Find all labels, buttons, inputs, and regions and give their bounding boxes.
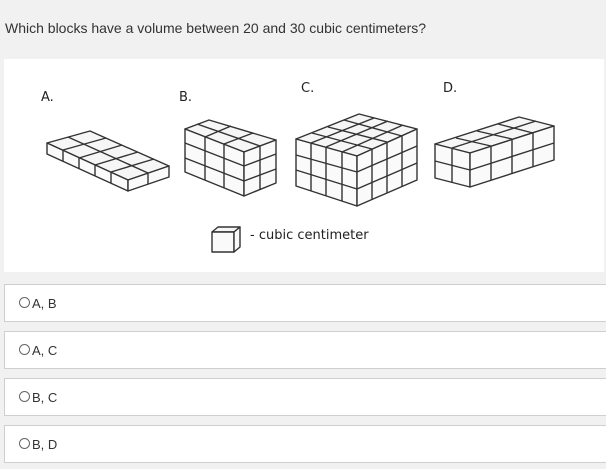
choice-a-c[interactable]: A, C: [4, 331, 606, 369]
radio-button[interactable]: [19, 344, 30, 355]
legend-label: - cubic centimeter: [250, 228, 369, 243]
block-c-shape: [295, 113, 418, 207]
radio-button[interactable]: [19, 297, 30, 308]
block-d-shape: [434, 116, 555, 188]
question-text: Which blocks have a volume between 20 an…: [5, 20, 427, 36]
radio-button[interactable]: [19, 438, 30, 449]
choice-b-c[interactable]: B, C: [4, 378, 606, 416]
blocks-illustration: [46, 113, 555, 253]
block-b-shape: [184, 119, 277, 197]
block-d-label: D.: [443, 81, 458, 96]
block-c-label: C.: [301, 81, 315, 96]
block-a-shape: [46, 130, 170, 192]
block-a-label: A.: [41, 90, 54, 105]
choice-label: B, D: [32, 437, 58, 452]
choice-b-d[interactable]: B, D: [4, 425, 606, 463]
radio-button[interactable]: [19, 391, 30, 402]
blocks-figure: A. B. C. D. - cubic centimeter: [4, 59, 604, 272]
cubic-centimeter-legend-cube: [211, 226, 241, 253]
choice-label: B, C: [32, 390, 58, 405]
choice-label: A, C: [32, 343, 58, 358]
block-b-label: B.: [179, 90, 193, 105]
choice-label: A, B: [32, 296, 57, 311]
choice-a-b[interactable]: A, B: [4, 284, 606, 322]
